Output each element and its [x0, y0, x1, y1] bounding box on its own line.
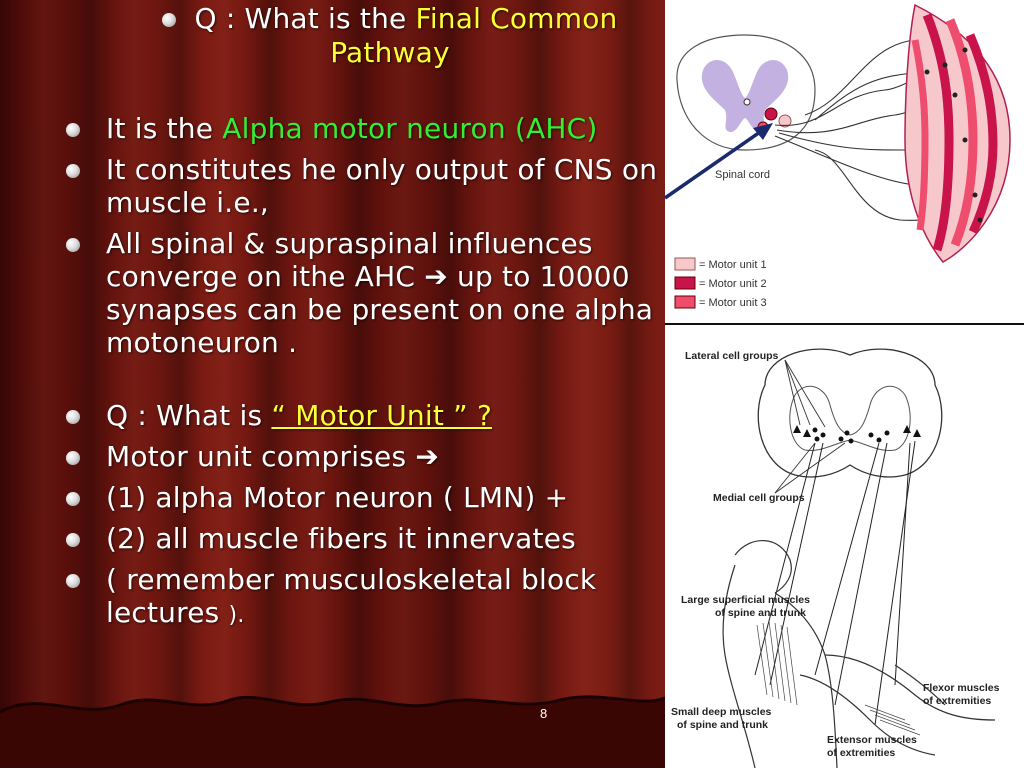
- medial-cell-groups-label: Medial cell groups: [713, 492, 805, 504]
- bullet-motor-unit-question: Q : What is “ Motor Unit ” ?: [60, 399, 660, 432]
- legend-motor-unit-2: = Motor unit 2: [699, 278, 767, 290]
- bullet-text: (1) alpha Motor neuron ( LMN) +: [106, 481, 569, 514]
- muscle-illustration: [904, 3, 1011, 263]
- bullet-dot-icon: [162, 13, 177, 27]
- small-muscles-label-1: Small deep muscles: [671, 706, 772, 718]
- motor-unit-link[interactable]: “ Motor Unit ” ?: [271, 399, 493, 432]
- right-arrow-icon: ➔: [415, 440, 440, 473]
- right-arrow-icon: ➔: [424, 260, 448, 293]
- bullet-text: It is the: [106, 112, 223, 145]
- spinal-cord-label: Spinal cord: [715, 169, 770, 181]
- lateral-cell-groups-label: Lateral cell groups: [685, 350, 779, 362]
- muscle-hatching: [756, 620, 921, 736]
- bullet-text: Motor unit comprises: [106, 440, 416, 473]
- axon-lines: [754, 440, 916, 726]
- bullet-remember: ( remember musculoskeletal block lecture…: [60, 563, 660, 632]
- bullet-text: up to 10000 synapses can be present on o…: [106, 260, 654, 359]
- motor-unit-diagram: Spinal cord = Motor unit 1 = Motor unit …: [674, 3, 1011, 309]
- bullet-text: Q : What is: [106, 399, 272, 432]
- cell-marks: [793, 425, 921, 444]
- page-number: 8: [540, 706, 548, 721]
- bullet-alpha-motor-neuron: It is the Alpha motor neuron (AHC): [60, 112, 660, 145]
- body-silhouette: [722, 540, 996, 769]
- bullet-list: It is the Alpha motor neuron (AHC) It co…: [60, 112, 660, 632]
- title-prefix: Q : What is the: [194, 2, 416, 35]
- slide-title: Q : What is the Final Common Pathway: [110, 2, 670, 70]
- motor-unit-figure: Spinal cord = Motor unit 1 = Motor unit …: [665, 0, 1024, 323]
- cell-groups-diagram: Lateral cell groups Medial cell groups L…: [671, 348, 1000, 769]
- pointer-arrow-icon: [664, 123, 773, 200]
- bullet-only-output: It constitutes he only output of CNS on …: [60, 153, 660, 219]
- bullet-text: ( remember musculoskeletal block lecture…: [106, 563, 597, 629]
- large-muscles-label-1: Large superficial muscles: [681, 594, 810, 606]
- bullet-text: All spinal & supraspinal influences conv…: [106, 227, 593, 293]
- flexor-muscles-label-2: of extremities: [923, 695, 991, 707]
- figure-divider: [665, 323, 1024, 325]
- large-muscles-label-2: of spine and trunk: [715, 607, 806, 619]
- bullet-muscle-fibers: (2) all muscle fibers it innervates: [60, 522, 660, 555]
- label-leaders: [774, 359, 846, 494]
- extensor-muscles-label-2: of extremities: [827, 747, 895, 759]
- cell-groups-figure: Lateral cell groups Medial cell groups L…: [665, 325, 1024, 769]
- flexor-muscles-label-1: Flexor muscles: [923, 682, 1000, 694]
- extensor-muscles-label-1: Extensor muscles: [827, 734, 917, 746]
- bullet-highlight: Alpha motor neuron (AHC): [222, 112, 598, 145]
- bullet-alpha-lmn: (1) alpha Motor neuron ( LMN) +: [60, 481, 660, 514]
- bullet-text: It constitutes he only output of CNS on …: [106, 153, 658, 219]
- title-highlight: Final Common Pathway: [330, 2, 618, 69]
- small-muscles-label-2: of spine and trunk: [677, 719, 768, 731]
- bullet-motor-unit-comprises: Motor unit comprises ➔: [60, 440, 660, 473]
- bullet-text: ).: [228, 603, 245, 628]
- legend-motor-unit-3: = Motor unit 3: [699, 297, 767, 309]
- bullet-converge: All spinal & supraspinal influences conv…: [60, 227, 660, 359]
- motor-unit-legend: = Motor unit 1 = Motor unit 2 = Motor un…: [674, 257, 767, 309]
- legend-motor-unit-1: = Motor unit 1: [699, 259, 767, 271]
- bullet-text: (2) all muscle fibers it innervates: [106, 522, 576, 555]
